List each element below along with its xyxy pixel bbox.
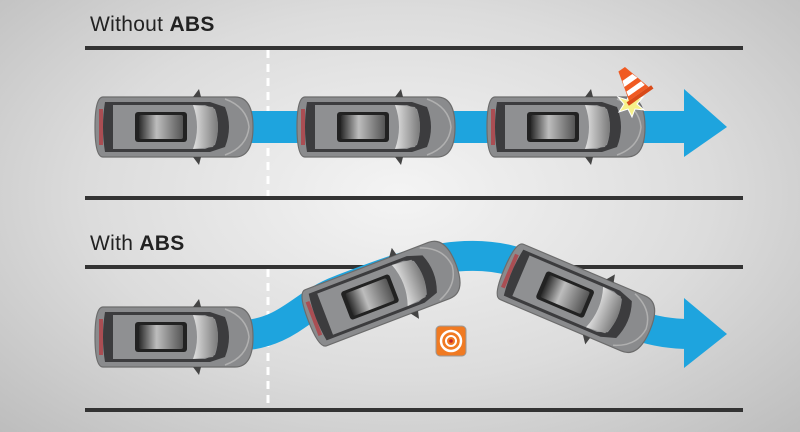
title-emphasis: ABS [169,13,215,36]
arrow-right-icon [684,89,727,157]
road-edge-line [85,408,743,412]
road-edge-line [85,196,743,200]
impact-star-icon [616,90,646,119]
section-title-with-abs: With ABS [90,232,185,256]
target-obstacle-icon [435,325,467,357]
traffic-cone-icon [618,66,654,106]
title-prefix: Without [90,13,170,36]
car-with-abs-1 [94,298,254,376]
arrow-right-icon [684,298,727,368]
title-prefix: With [90,232,140,255]
title-emphasis: ABS [139,232,185,255]
car-without-abs-2 [296,88,456,166]
car-with-abs-3 [488,233,666,367]
section-title-without-abs: Without ABS [90,13,215,37]
road-edge-line [85,46,743,50]
car-without-abs-1 [94,88,254,166]
